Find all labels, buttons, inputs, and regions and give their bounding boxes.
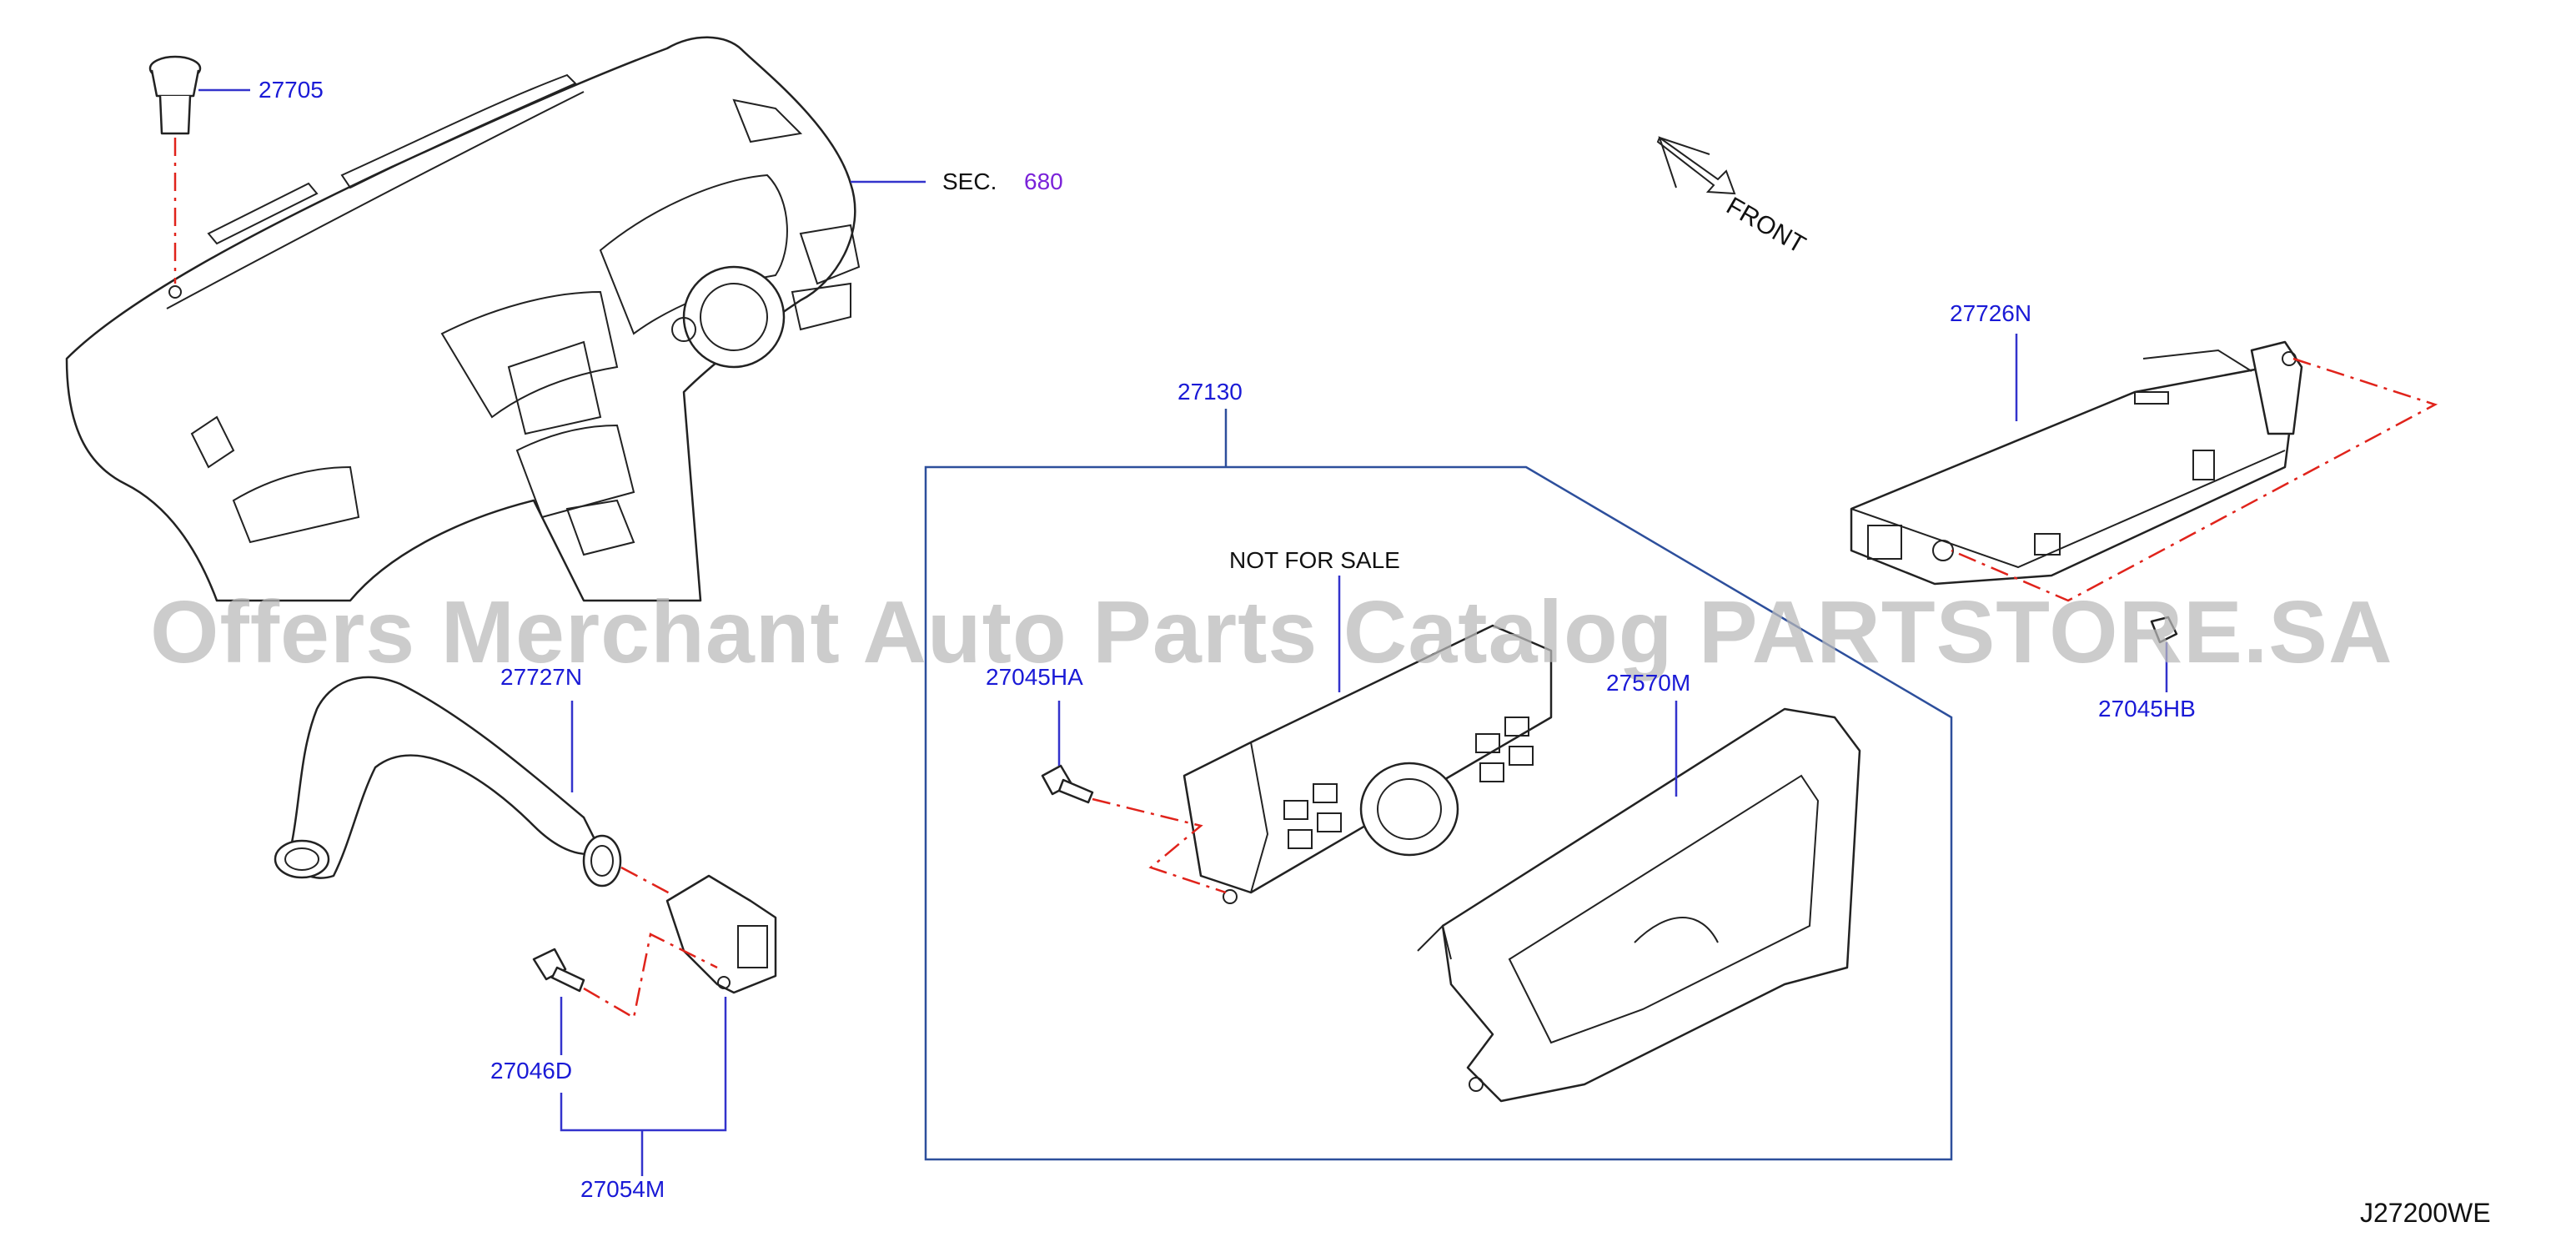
- aspirator-27054M-drawing: [532, 874, 777, 1176]
- clip-27705-drawing: [148, 55, 250, 284]
- duct-hose-27727N-drawing: [274, 676, 685, 903]
- label-27046D[interactable]: 27046D: [490, 1058, 573, 1084]
- label-27705[interactable]: 27705: [259, 77, 324, 103]
- screw-27045HA-drawing: [1041, 701, 1227, 894]
- label-27045HA[interactable]: 27045HA: [986, 664, 1083, 690]
- front-arrow-icon: [1656, 136, 1736, 195]
- label-27054M[interactable]: 27054M: [580, 1176, 665, 1202]
- link-sec-680[interactable]: 680: [1024, 168, 1063, 194]
- finisher-27570M-drawing: [1417, 701, 1861, 1103]
- control-panel-27130-drawing: [1183, 576, 1553, 904]
- dashboard-drawing: [65, 36, 861, 602]
- sensor-unit-27726N-drawing: [1850, 334, 2438, 692]
- label-sec: SEC.: [942, 168, 997, 194]
- label-27726N[interactable]: 27726N: [1950, 300, 2032, 326]
- label-27570M[interactable]: 27570M: [1606, 670, 1691, 696]
- label-27045HB[interactable]: 27045HB: [2098, 696, 2196, 722]
- label-27130[interactable]: 27130: [1178, 379, 1243, 405]
- label-27727N[interactable]: 27727N: [500, 664, 583, 690]
- not-for-sale-label: NOT FOR SALE: [1229, 547, 1400, 573]
- diagram-code: J27200WE: [2360, 1198, 2491, 1228]
- watermark: Offers Merchant Auto Parts Catalog PARTS…: [150, 583, 2393, 681]
